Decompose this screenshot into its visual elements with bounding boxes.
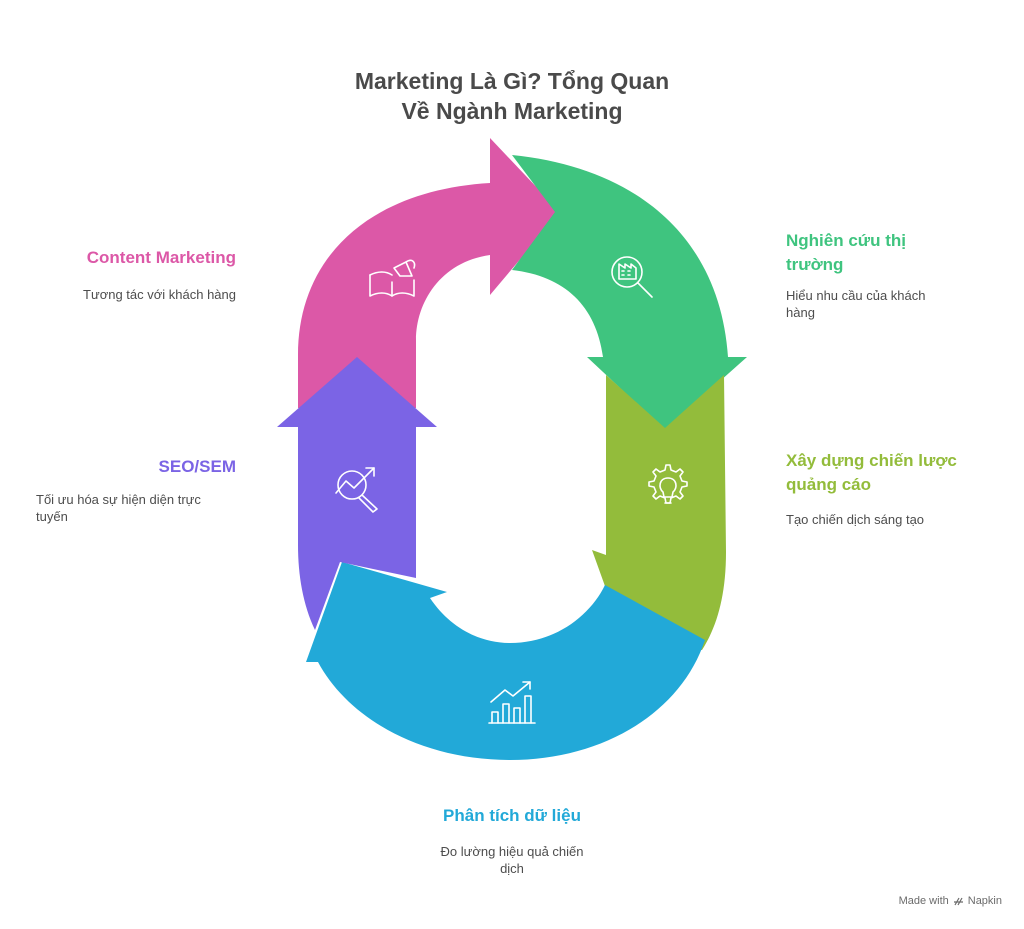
arrow-data-analysis <box>306 562 705 760</box>
seo-sem-desc-line-1: Tối ưu hóa sự hiện diện trực <box>36 492 201 507</box>
seo-sem-title: SEO/SEM <box>158 457 236 476</box>
napkin-logo-icon <box>953 897 963 905</box>
market-research-title-line-2: trường <box>786 255 844 274</box>
market-research-desc: Hiểu nhu cầu của khách hàng <box>786 287 925 321</box>
seo-sem-desc: Tối ưu hóa sự hiện diện trực tuyến <box>36 491 246 525</box>
napkin-credit[interactable]: Made with Napkin <box>899 895 1002 907</box>
market-research-desc-line-1: Hiểu nhu cầu của khách <box>786 288 926 303</box>
market-research-desc-line-2: hàng <box>786 305 815 320</box>
seo-sem-desc-line-2: tuyến <box>36 509 68 524</box>
ad-strategy-desc-line-1: Tạo chiến dịch sáng tạo <box>786 512 925 527</box>
content-marketing-desc-line-1: Tương tác với khách hàng <box>83 287 236 302</box>
arrow-market-research <box>512 155 747 430</box>
arrow-seo-sem <box>277 357 437 630</box>
data-analysis-desc-line-2: dịch <box>500 861 524 876</box>
gear-bulb-icon <box>648 464 688 504</box>
content-marketing-title: Content Marketing <box>86 248 236 267</box>
ad-strategy-title-line-1: Xây dựng chiến lược <box>786 451 957 470</box>
arrow-content-marketing <box>298 138 560 408</box>
market-research-title: Nghiên cứu thị trường <box>786 229 906 277</box>
title-line-1: Marketing Là Gì? Tổng Quan <box>354 68 670 94</box>
data-analysis-desc: Đo lường hiệu quả chiến dịch <box>412 843 612 877</box>
data-analysis-title: Phân tích dữ liệu <box>443 806 581 825</box>
diagram-title: Marketing Là Gì? Tổng Quan Về Ngành Mark… <box>312 66 712 126</box>
content-marketing-desc: Tương tác với khách hàng <box>36 286 236 303</box>
ad-strategy-title: Xây dựng chiến lược quảng cáo <box>786 449 957 497</box>
arrow-ad-strategy <box>592 375 726 650</box>
ad-strategy-title-line-2: quảng cáo <box>786 475 872 494</box>
napkin-brand: Napkin <box>967 895 1002 907</box>
ad-strategy-desc: Tạo chiến dịch sáng tạo <box>786 511 924 528</box>
market-research-title-line-1: Nghiên cứu thị <box>786 231 906 250</box>
made-with-label: Made with <box>898 895 949 907</box>
bar-chart-icon <box>488 681 536 724</box>
market-research-icon <box>611 256 653 298</box>
title-line-2: Về Ngành Marketing <box>401 98 623 124</box>
data-analysis-desc-line-1: Đo lường hiệu quả chiến <box>440 844 584 859</box>
book-megaphone-icon <box>369 259 416 297</box>
search-trend-icon <box>335 467 378 513</box>
